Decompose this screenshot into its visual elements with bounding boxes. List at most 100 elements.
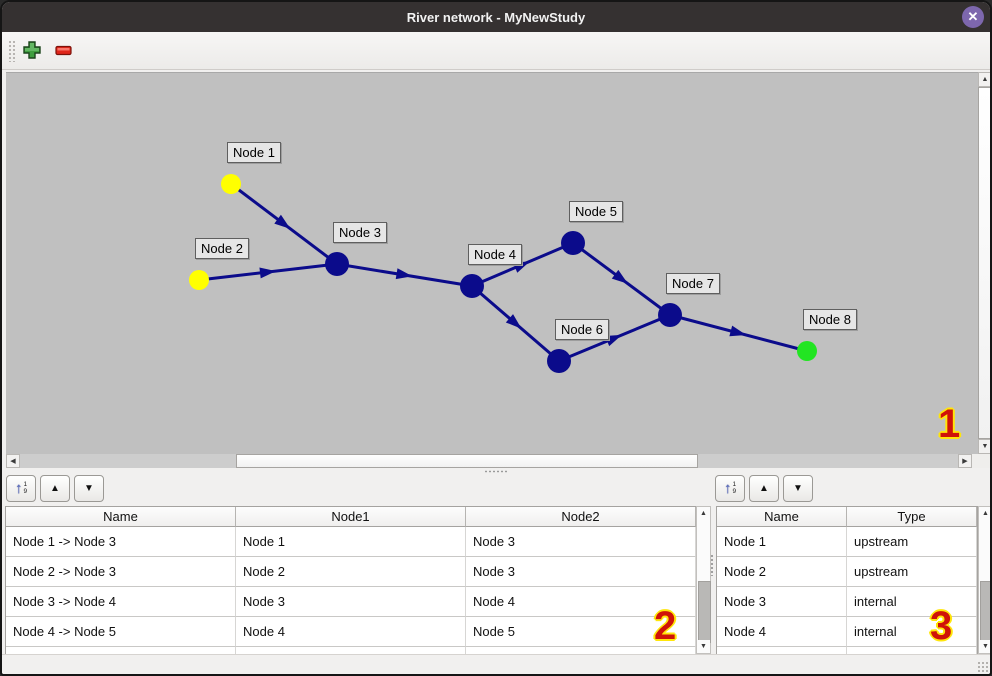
table-cell: Node 3 — [236, 587, 466, 617]
scroll-thumb[interactable] — [698, 581, 711, 643]
scroll-down-button[interactable]: ▼ — [697, 640, 710, 653]
plus-icon — [23, 41, 41, 59]
canvas-vertical-scrollbar[interactable]: ▲ ▼ — [978, 72, 990, 454]
table-cell: Node 3 — [466, 557, 696, 587]
scroll-right-icon: ▶ — [962, 458, 968, 465]
network-node[interactable] — [189, 270, 209, 290]
splitter-grip — [484, 470, 508, 473]
river-network-canvas[interactable]: Node 1 Node 2 Node 3 Node 4 Node 5 Node 6 Node… — [6, 72, 978, 454]
titlebar[interactable]: River network - MyNewStudy ✕ — [2, 2, 990, 32]
scroll-thumb[interactable] — [980, 581, 990, 643]
network-node[interactable] — [460, 274, 484, 298]
scroll-right-button[interactable]: ▶ — [958, 454, 972, 468]
scroll-down-button[interactable]: ▼ — [979, 640, 990, 653]
node-label[interactable]: Node 7 — [666, 273, 720, 294]
node-label[interactable]: Node 4 — [468, 244, 522, 265]
scroll-up-button[interactable]: ▲ — [978, 72, 990, 87]
close-button[interactable]: ✕ — [962, 6, 984, 28]
node-label[interactable]: Node 2 — [195, 238, 249, 259]
table-cell: Node 4 — [236, 617, 466, 647]
canvas-horizontal-scrollbar[interactable]: ◀ ▶ — [6, 454, 972, 468]
table-cell: Node 2 — [717, 557, 847, 587]
down-triangle-icon: ▼ — [793, 483, 803, 494]
network-node[interactable] — [797, 341, 817, 361]
network-node[interactable] — [658, 303, 682, 327]
node-move-up-button[interactable]: ▲ — [749, 475, 779, 502]
scroll-up-button[interactable]: ▲ — [697, 507, 710, 520]
column-header[interactable]: Type — [847, 507, 977, 527]
main-toolbar — [2, 32, 990, 70]
network-node[interactable] — [561, 231, 585, 255]
table-cell: internal — [847, 617, 977, 647]
scroll-up-icon: ▲ — [700, 510, 707, 517]
flow-arrow-icon — [605, 334, 622, 347]
remove-node-button[interactable] — [53, 39, 75, 61]
node-label[interactable]: Node 3 — [333, 222, 387, 243]
horizontal-splitter[interactable] — [2, 468, 990, 474]
flow-arrow-icon — [395, 268, 413, 280]
scroll-down-icon: ▼ — [981, 443, 989, 450]
reach-move-up-button[interactable]: ▲ — [40, 475, 70, 502]
column-header[interactable]: Node1 — [236, 507, 466, 527]
scrollbar-corner — [972, 454, 990, 468]
vertical-scroll-thumb[interactable] — [978, 87, 990, 439]
scroll-down-icon: ▼ — [700, 643, 707, 650]
column-header[interactable]: Node2 — [466, 507, 696, 527]
reach-table-scrollbar[interactable]: ▲ ▼ — [696, 506, 711, 654]
network-node[interactable] — [547, 349, 571, 373]
table-cell: Node 3 — [466, 527, 696, 557]
scroll-up-icon: ▲ — [981, 76, 989, 83]
table-cell: Node 1 -> Node 3 — [6, 527, 236, 557]
node-label[interactable]: Node 5 — [569, 201, 623, 222]
table-cell: Node 4 — [466, 587, 696, 617]
node-table-scrollbar[interactable]: ▲ ▼ — [978, 506, 990, 654]
table-cell: Node 1 — [236, 527, 466, 557]
reach-move-down-button[interactable]: ▼ — [74, 475, 104, 502]
table-cell: Node 4 — [717, 617, 847, 647]
horizontal-scroll-thumb[interactable] — [236, 454, 698, 468]
flow-arrow-icon — [729, 325, 747, 337]
vertical-splitter[interactable] — [710, 554, 714, 576]
network-node[interactable] — [221, 174, 241, 194]
flow-arrow-icon — [259, 267, 276, 279]
scroll-left-button[interactable]: ◀ — [6, 454, 20, 468]
table-cell: Node 4 -> Node 5 — [6, 617, 236, 647]
window-resize-grip[interactable] — [977, 661, 989, 673]
table-cell: internal — [847, 587, 977, 617]
up-triangle-icon: ▲ — [50, 483, 60, 494]
node-label[interactable]: Node 1 — [227, 142, 281, 163]
network-node[interactable] — [325, 252, 349, 276]
table-cell: upstream — [847, 527, 977, 557]
add-node-button[interactable] — [21, 39, 43, 61]
table-cell: Node 3 — [717, 587, 847, 617]
toolbar-drag-handle[interactable] — [8, 40, 16, 62]
scroll-up-button[interactable]: ▲ — [979, 507, 990, 520]
node-label[interactable]: Node 6 — [555, 319, 609, 340]
column-header[interactable]: Name — [6, 507, 236, 527]
table-cell: Node 3 -> Node 4 — [6, 587, 236, 617]
status-bar — [2, 654, 990, 674]
minus-icon — [55, 45, 72, 56]
flow-arrow-icon — [611, 269, 628, 284]
column-header[interactable]: Name — [717, 507, 847, 527]
table-cell: Node 2 — [236, 557, 466, 587]
table-cell: Node 5 — [466, 617, 696, 647]
window-title: River network - MyNewStudy — [406, 9, 586, 25]
node-label[interactable]: Node 8 — [803, 309, 857, 330]
scroll-down-button[interactable]: ▼ — [978, 439, 990, 454]
node-move-down-button[interactable]: ▼ — [783, 475, 813, 502]
